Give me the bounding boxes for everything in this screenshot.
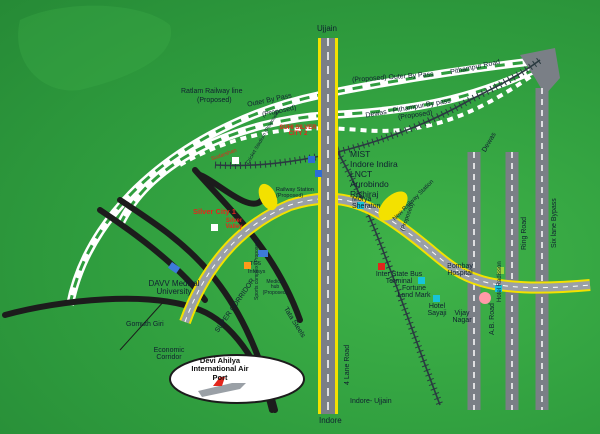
railway-lines bbox=[214, 59, 541, 406]
economic-corridor-label: Economic Corridor bbox=[153, 347, 185, 362]
medical-hub-label: Medical hub (Proposed) bbox=[262, 279, 288, 296]
fortune-label: Fortune Land Mark bbox=[397, 285, 431, 300]
tcs-marker bbox=[244, 262, 251, 269]
ab-road bbox=[467, 88, 549, 410]
silver-city-marker bbox=[232, 157, 239, 164]
lnct-label: LNCT bbox=[350, 169, 373, 179]
ujjain-label: Ujjain bbox=[317, 24, 338, 33]
infosys-label: Infosys bbox=[248, 269, 266, 275]
sports-complex-label: Sports complex (Proposed) bbox=[254, 239, 260, 300]
suhi-silver-label: SUHI SILVER CITY 2 bbox=[279, 125, 317, 138]
vijay-nagar-label: Vijay Nagar bbox=[452, 310, 472, 325]
ab-road-label: A.B. Road bbox=[489, 303, 496, 335]
morya-marker bbox=[357, 202, 364, 209]
mist-label: MIST bbox=[350, 149, 371, 159]
mist-marker bbox=[308, 156, 315, 163]
railway-station-marker bbox=[258, 183, 278, 211]
hotel-radisson-label: Hotel Radisson bbox=[497, 261, 503, 302]
radisson-marker bbox=[495, 285, 502, 292]
davv-marker bbox=[167, 262, 181, 274]
silver-valley-label: Silver Valley bbox=[225, 218, 243, 231]
airport-label: Devi Ahilya International Air Port bbox=[191, 356, 249, 382]
gomuth-giri-label: Gomuth Giri bbox=[126, 321, 164, 328]
bombay-hospital-label: Bombay Hospital bbox=[447, 263, 473, 278]
tcs-label: TCS bbox=[250, 261, 261, 267]
six-lane-label: Six lane Bypass bbox=[551, 198, 558, 248]
airport-badge bbox=[169, 354, 305, 404]
rishiraj-label: Rishiraj bbox=[350, 189, 379, 199]
lnct-marker bbox=[315, 170, 322, 177]
silver-city1-marker bbox=[211, 224, 218, 231]
ratlam-railway-label: Ratlam Railway line bbox=[181, 88, 243, 95]
map-texture bbox=[18, 5, 172, 91]
bombay-hospital-marker bbox=[497, 267, 504, 274]
ratlam-railway-sub-label: (Proposed) bbox=[197, 97, 232, 104]
inter-state-bus-label: Inter State Bus Terminal bbox=[375, 271, 423, 286]
bus-terminal-marker bbox=[378, 263, 385, 270]
four-lane-label: 4 Lane Road bbox=[344, 344, 351, 385]
sayaji-marker bbox=[433, 295, 440, 302]
vijay-nagar-marker bbox=[479, 292, 491, 304]
silver-city-1-label: Silver City 1 bbox=[193, 207, 236, 216]
railway-station-label: Railway Station (Proposed) bbox=[276, 187, 314, 199]
new-railway-station-marker bbox=[378, 191, 408, 221]
aurobindo-label: Aurobindo bbox=[350, 179, 389, 189]
indore-label: Indore bbox=[319, 416, 342, 425]
davv-label: DAVV Medical University bbox=[148, 279, 200, 297]
indore-indira-label: Indore Indira bbox=[350, 159, 398, 169]
hotel-sayaji-label: Hotel Sayaji bbox=[427, 303, 447, 318]
fortune-marker bbox=[418, 277, 425, 284]
ring-road-label: Ring Road bbox=[521, 216, 528, 250]
pithampur-junction bbox=[520, 48, 560, 95]
indore-ujjain-label: Indore- Ujjain bbox=[350, 398, 392, 405]
morya-label: Morya Sheraton bbox=[352, 196, 381, 211]
